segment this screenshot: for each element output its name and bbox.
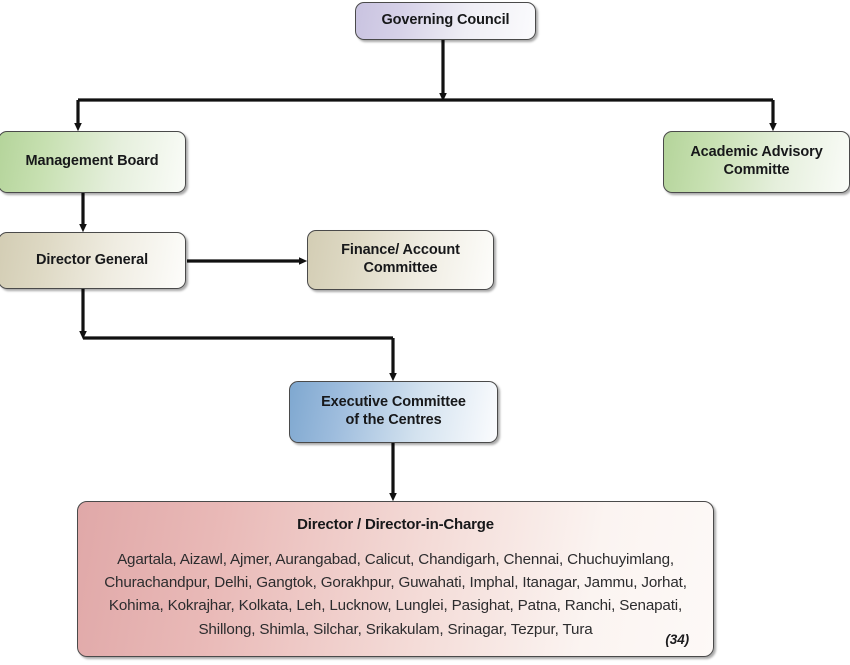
node-governing-council[interactable]: Governing Council <box>355 2 536 40</box>
node-finance-committee-line1: Finance/ Account <box>341 242 460 259</box>
node-director-in-charge[interactable]: Director / Director-in-Charge Agartala, … <box>77 501 714 657</box>
node-director-general-label: Director General <box>35 251 149 268</box>
director-in-charge-title: Director / Director-in-Charge <box>297 516 494 533</box>
node-finance-account-committee[interactable]: Finance/ Account Committee <box>307 230 494 290</box>
node-management-board[interactable]: Management Board <box>0 131 186 193</box>
node-executive-committee-of-the-centres[interactable]: Executive Committee of the Centres <box>289 381 498 443</box>
director-in-charge-count: (34) <box>665 631 689 647</box>
node-director-general[interactable]: Director General <box>0 232 186 289</box>
node-academic-advisory-line2: Committe <box>723 162 790 178</box>
director-in-charge-centres-list: Agartala, Aizawl, Ajmer, Aurangabad, Cal… <box>104 551 687 638</box>
node-executive-committee-line2: of the Centres <box>345 412 442 428</box>
node-governing-council-label: Governing Council <box>381 12 510 29</box>
node-executive-committee-line1: Executive Committee <box>321 394 466 411</box>
node-academic-advisory-committee[interactable]: Academic Advisory Committe <box>663 131 850 193</box>
node-management-board-label: Management Board <box>25 153 159 170</box>
node-finance-committee-line2: Committee <box>363 260 438 276</box>
node-academic-advisory-line1: Academic Advisory <box>690 144 823 161</box>
